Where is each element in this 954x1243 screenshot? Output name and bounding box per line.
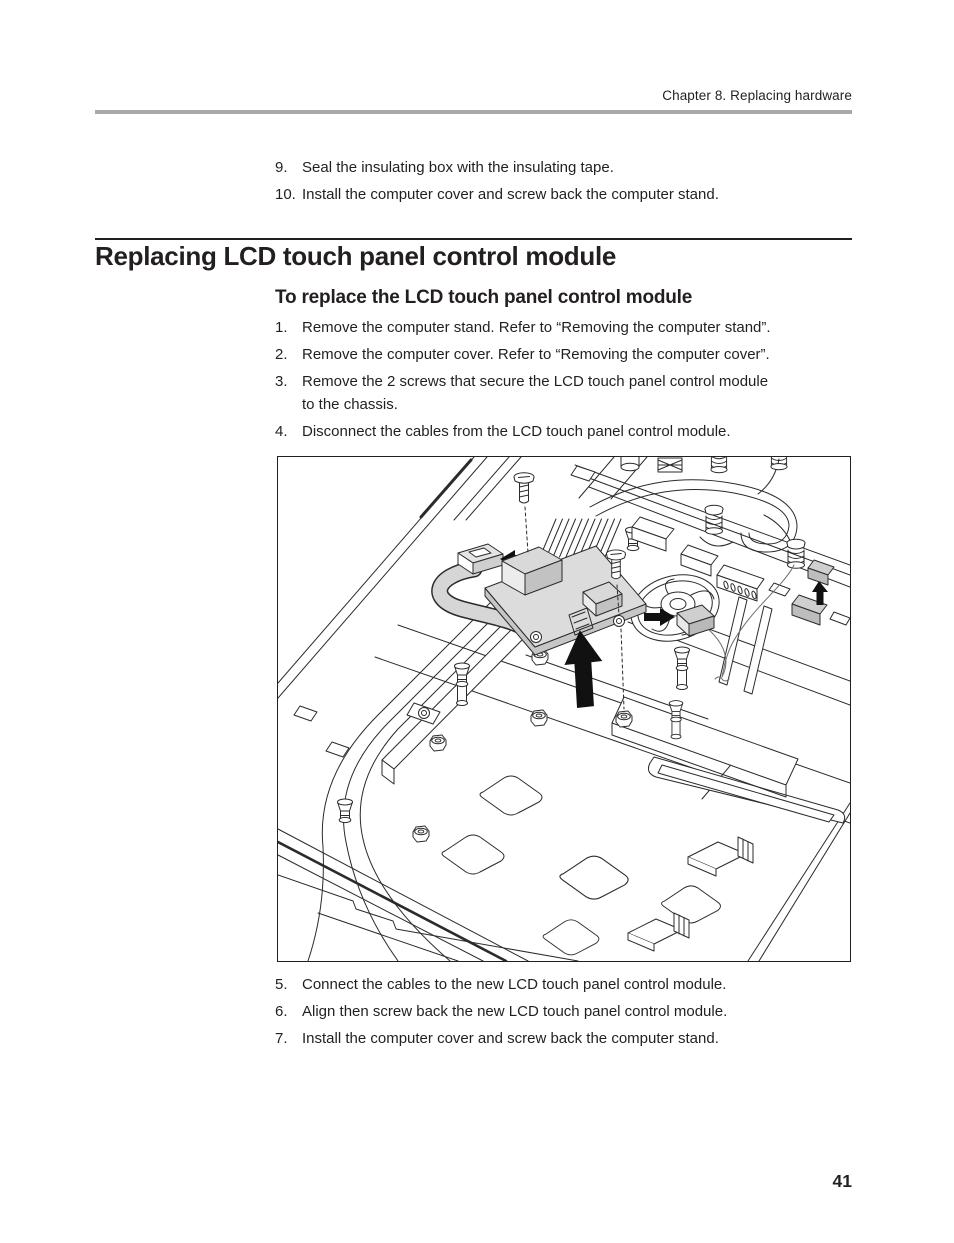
- chapter-header: Chapter 8. Replacing hardware: [662, 88, 852, 103]
- mounting-bracket: [627, 912, 690, 952]
- mount-hatch-mark: [568, 607, 594, 636]
- step-number: 4.: [275, 423, 288, 440]
- step-number: 2.: [275, 346, 288, 363]
- step-text: Seal the insulating box with the insulat…: [302, 159, 614, 176]
- step-text: Remove the computer cover. Refer to “Rem…: [302, 346, 770, 363]
- module-removal-illustration: [278, 457, 850, 961]
- top-edge-components: [570, 457, 683, 482]
- step-text: Disconnect the cables from the LCD touch…: [302, 423, 731, 440]
- step-number: 6.: [275, 1003, 288, 1020]
- list-item: 3. Remove the 2 screws that secure the L…: [275, 370, 855, 416]
- step-number: 9.: [275, 159, 288, 176]
- disconnect-arrow-up: [812, 581, 828, 605]
- section-title: Replacing LCD touch panel control module: [95, 241, 617, 271]
- list-item: 7. Install the computer cover and screw …: [275, 1027, 855, 1050]
- list-item: 5. Connect the cables to the new LCD tou…: [275, 973, 855, 996]
- wire-guide-hook: [589, 458, 798, 553]
- motherboard-components: [631, 457, 850, 626]
- chassis-edge-lines: [278, 457, 850, 961]
- list-item: 1. Remove the computer stand. Refer to “…: [275, 316, 855, 339]
- fan-cable-connector: [644, 604, 715, 637]
- lcd-touch-panel-control-module: [484, 545, 647, 656]
- figure-lcd-touch-panel-module-removal: [277, 456, 851, 962]
- step-text: Remove the 2 screws that secure the LCD …: [302, 370, 855, 416]
- step-number: 7.: [275, 1030, 288, 1047]
- step-text-line: Remove the 2 screws that secure the LCD …: [302, 373, 769, 390]
- step-number: 5.: [275, 976, 288, 993]
- mounting-bracket: [687, 836, 754, 877]
- removal-arrow-up: [564, 630, 603, 708]
- section-rule: [95, 238, 852, 240]
- screw-2: [606, 549, 626, 710]
- list-item: 10. Install the computer cover and screw…: [275, 183, 855, 206]
- list-item: 4. Disconnect the cables from the LCD to…: [275, 420, 855, 443]
- list-item: 9. Seal the insulating box with the insu…: [275, 156, 855, 179]
- procedure-step-list: 1. Remove the computer stand. Refer to “…: [275, 316, 855, 447]
- step-number: 1.: [275, 319, 288, 336]
- ribbon-connector: [457, 543, 504, 575]
- step-text: Remove the computer stand. Refer to “Rem…: [302, 319, 771, 336]
- step-text: Install the computer cover and screw bac…: [302, 1030, 719, 1047]
- list-item: 6. Align then screw back the new LCD tou…: [275, 1000, 855, 1023]
- step-number: 3.: [275, 373, 288, 390]
- chassis-floor-details: [441, 596, 846, 956]
- page-number: 41: [832, 1171, 852, 1191]
- cable-channel-rail: [293, 570, 541, 961]
- step-text: Connect the cables to the new LCD touch …: [302, 976, 727, 993]
- intro-step-list: 9. Seal the insulating box with the insu…: [275, 156, 855, 210]
- cable-connector-small: [807, 559, 835, 586]
- step-text: Install the computer cover and screw bac…: [302, 186, 719, 203]
- disconnect-arrow-right: [644, 608, 675, 626]
- step-number: 10.: [275, 186, 296, 203]
- list-item: 2. Remove the computer cover. Refer to “…: [275, 343, 855, 366]
- section-subtitle: To replace the LCD touch panel control m…: [275, 287, 693, 308]
- fan-signal-wire: [707, 564, 795, 682]
- procedure-step-list-after: 5. Connect the cables to the new LCD tou…: [275, 973, 855, 1054]
- step-text-line: to the chassis.: [302, 396, 398, 413]
- screw-1: [513, 472, 535, 554]
- header-rule: [95, 110, 852, 114]
- step-text: Align then screw back the new LCD touch …: [302, 1003, 728, 1020]
